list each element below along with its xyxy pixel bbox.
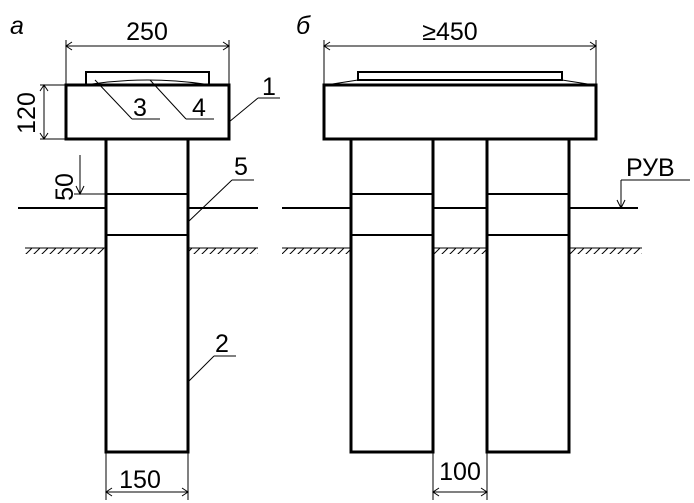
panel-b-ground [282, 247, 642, 254]
callout-5: 5 [187, 153, 254, 223]
panel-b-level-label: РУВ [626, 154, 675, 182]
panel-a-dim-top-value: 250 [126, 18, 168, 46]
svg-text:5: 5 [234, 153, 248, 181]
panel-a-dim-side: 120 [13, 84, 66, 140]
panel-a-dim-gap: 50 [51, 155, 106, 201]
panel-a-pile [104, 137, 190, 454]
callout-1: 1 [228, 73, 280, 123]
panel-a-mortar-layer [91, 79, 205, 85]
panel-b-dim-top-value: ≥450 [422, 18, 477, 46]
panel-a-dim-bottom-value: 150 [119, 466, 161, 494]
svg-text:1: 1 [262, 73, 276, 101]
panel-b-cap [322, 83, 598, 141]
svg-text:3: 3 [133, 94, 147, 122]
svg-text:2: 2 [215, 330, 229, 358]
callout-2: 2 [187, 330, 236, 383]
panel-a-dim-top: 250 [65, 18, 230, 84]
panel-b-dim-top: ≥450 [323, 18, 597, 84]
panel-a-top-plate [85, 71, 210, 86]
panel-b-pile-left [349, 137, 435, 454]
panel-b-top-plate [357, 71, 563, 81]
panel-a-dim-side-value: 120 [13, 92, 41, 134]
panel-b-level-marker: РУВ [616, 154, 690, 210]
panel-b-label: б [296, 12, 311, 40]
panel-b-pile-right [485, 137, 571, 454]
callout-3: 3 [94, 79, 160, 122]
svg-text:4: 4 [192, 94, 206, 122]
callout-4: 4 [149, 79, 214, 122]
panel-a-ground [25, 247, 258, 254]
panel-a-label: а [10, 12, 24, 40]
panel-a-dim-gap-value: 50 [51, 173, 79, 201]
panel-b-dim-bottom-value: 100 [439, 458, 481, 486]
panel-b-mortar-layer [325, 79, 595, 86]
panel-a-dim-bottom: 150 [105, 452, 189, 500]
panel-b-dim-bottom: 100 [432, 452, 488, 500]
